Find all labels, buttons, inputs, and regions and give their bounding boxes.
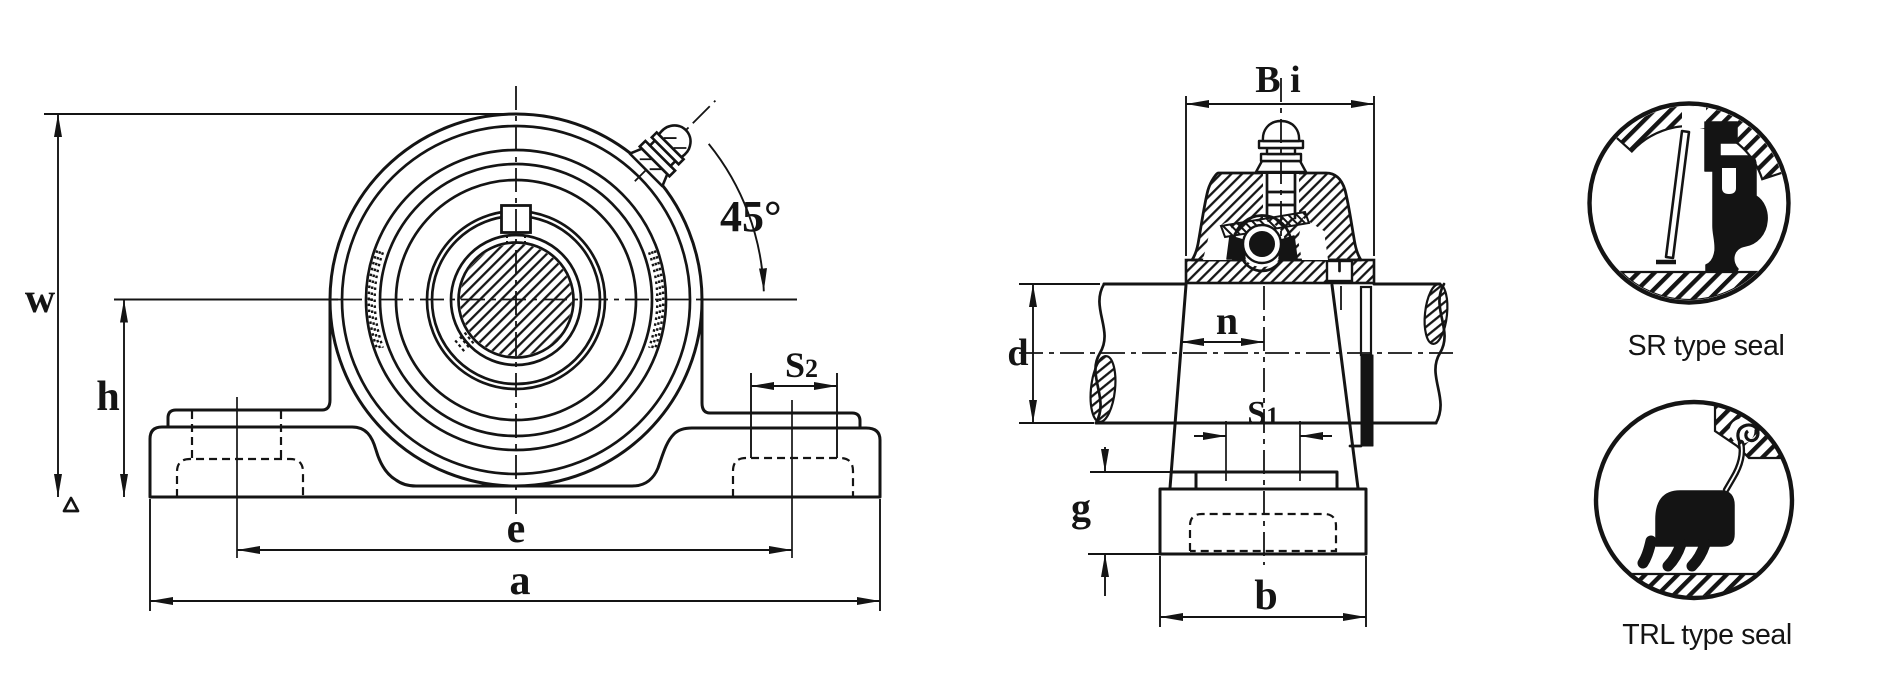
svg-text:a: a <box>510 558 531 604</box>
svg-text:g: g <box>1071 485 1091 530</box>
svg-text:45°: 45° <box>720 192 782 241</box>
svg-text:e: e <box>507 506 526 552</box>
svg-text:n: n <box>1216 298 1238 343</box>
svg-text:d: d <box>1007 332 1028 374</box>
svg-text:w: w <box>25 276 56 322</box>
svg-text:SR type seal: SR type seal <box>1628 330 1785 362</box>
svg-text:TRL type seal: TRL type seal <box>1622 619 1792 651</box>
svg-text:h: h <box>96 374 119 420</box>
svg-text:B i: B i <box>1255 59 1300 101</box>
svg-text:b: b <box>1254 573 1277 619</box>
